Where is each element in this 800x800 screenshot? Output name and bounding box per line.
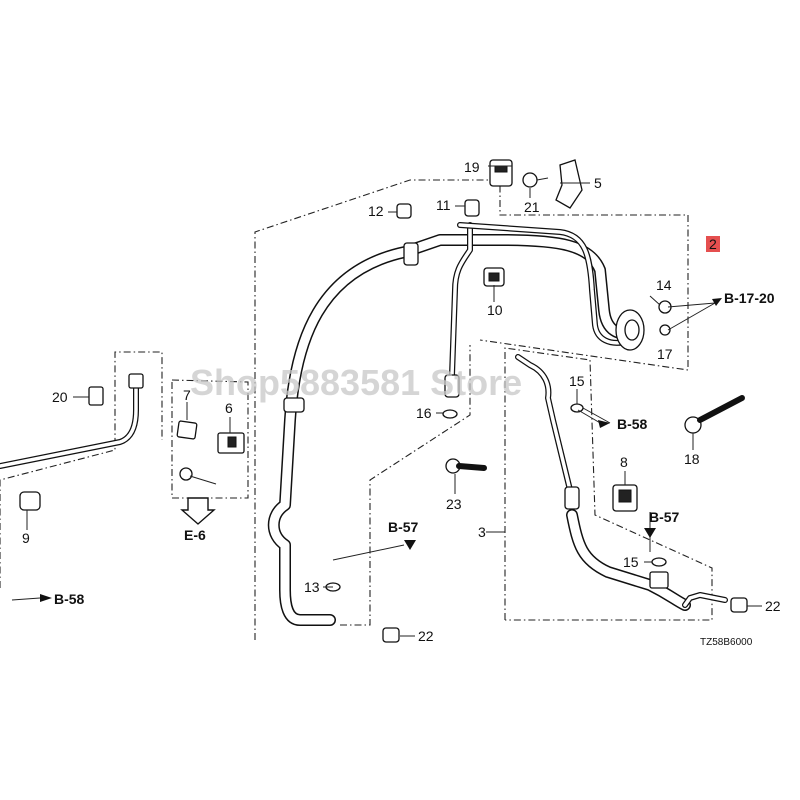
- callout-9: 9: [22, 530, 30, 546]
- left-pipe: [0, 373, 144, 469]
- callout-6: 6: [225, 400, 233, 416]
- connector-19: [489, 159, 513, 187]
- clip-8: [612, 484, 638, 512]
- bracket-6: [217, 432, 245, 454]
- callout-11: 11: [436, 197, 451, 213]
- boundary-hose-lower: [340, 345, 471, 626]
- callout-22a: 22: [418, 628, 434, 644]
- callout-14: 14: [656, 277, 672, 293]
- parts: [19, 159, 748, 643]
- section-references: B-17-20 B-58 E-6 B-57 B-57 B-58: [54, 290, 775, 607]
- clip-7: [176, 420, 198, 440]
- ref-b57-left: B-57: [388, 519, 419, 535]
- arrow-e6-icon: [180, 497, 216, 525]
- bracket-5: [555, 159, 583, 209]
- nut-12: [396, 203, 412, 219]
- callout-8: 8: [620, 454, 628, 470]
- callout-17: 17: [657, 346, 673, 362]
- arrow-b57a: [404, 540, 416, 550]
- ref-b58-left: B-58: [54, 591, 85, 607]
- ref-b58-right: B-58: [617, 416, 648, 432]
- bolt-21: [522, 172, 549, 188]
- callout-20: 20: [52, 389, 68, 405]
- callout-2: 2: [709, 236, 717, 252]
- arrow-b58a: [40, 594, 52, 602]
- watermark: Shop5883581 Store: [190, 362, 522, 403]
- callout-5: 5: [594, 175, 602, 191]
- callout-12: 12: [368, 203, 384, 219]
- suction-hose: [515, 354, 728, 611]
- reference-arrows: [40, 298, 722, 602]
- arrow-b58b: [598, 420, 610, 428]
- clip-20: [88, 386, 104, 406]
- discharge-hose: [267, 234, 636, 626]
- callout-3: 3: [478, 524, 486, 540]
- callout-2-highlight: [706, 236, 720, 252]
- boundary-clip-group: [171, 379, 249, 499]
- boundary-main-assembly: [254, 179, 689, 640]
- seal-15b: [651, 557, 667, 567]
- callout-18: 18: [684, 451, 700, 467]
- ref-e6: E-6: [184, 527, 206, 543]
- callout-16: 16: [416, 405, 432, 421]
- ref-b17-20: B-17-20: [724, 290, 775, 306]
- liquid-pipe: [444, 222, 628, 398]
- grommet-9: [19, 491, 41, 511]
- diagram-code: TZ58B6000: [700, 637, 753, 648]
- flange-block: [615, 309, 645, 351]
- bolt-7: [179, 467, 217, 485]
- boundary-suction-group: [504, 347, 713, 621]
- boundary-left-bracket: [0, 351, 163, 588]
- nut-22a: [382, 627, 400, 643]
- group-boundaries: [0, 179, 713, 640]
- callout-13: 13: [304, 579, 320, 595]
- seal-16: [442, 409, 458, 419]
- callout-10: 10: [487, 302, 503, 318]
- arrow-b1720: [712, 298, 722, 306]
- callout-15a: 15: [569, 373, 585, 389]
- ref-b57-right: B-57: [649, 509, 680, 525]
- seal-15a: [570, 403, 584, 413]
- nut-22b: [730, 597, 748, 613]
- callout-19: 19: [464, 159, 480, 175]
- nut-17: [659, 324, 671, 336]
- fitting-10: [483, 267, 505, 287]
- callout-21: 21: [524, 199, 540, 215]
- callout-22b: 22: [765, 598, 781, 614]
- bolt-18: [684, 395, 745, 434]
- callout-23: 23: [446, 496, 462, 512]
- arrow-b57b: [644, 528, 656, 538]
- callouts: 19 5 21 12 11 2 14 17 10 20 7 6 16 15 18…: [22, 159, 781, 644]
- callout-15b: 15: [623, 554, 639, 570]
- callout-7: 7: [183, 387, 191, 403]
- clamp-11: [464, 199, 480, 217]
- bolt-23: [445, 458, 487, 474]
